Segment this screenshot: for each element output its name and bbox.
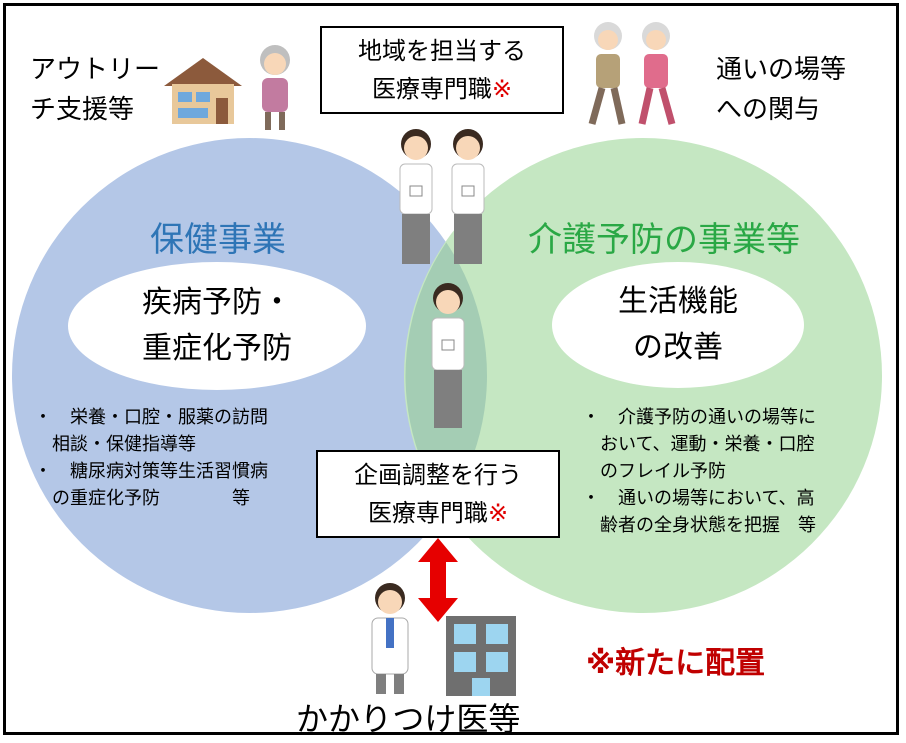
gathering-place-label: 通いの場等 への関与	[716, 50, 846, 130]
note-mark: ※	[491, 75, 513, 103]
box-line: 企画調整を行う	[354, 461, 522, 489]
label-line: 通いの場等	[716, 55, 847, 85]
new-placement-note: ※新たに配置	[586, 646, 766, 681]
nurse-icon	[431, 283, 465, 428]
ellipse-line: 疾病予防・	[142, 285, 292, 320]
box-line: 地域を担当する	[358, 37, 526, 65]
bullet-line: 相談・保健指導等	[34, 434, 196, 455]
box-line: 医療専門職	[367, 499, 488, 527]
bullet-line: ・ 糖尿病対策等生活習慣病	[34, 461, 268, 482]
ellipse-line: 生活機能	[618, 284, 738, 319]
ellipse-line: の改善	[633, 330, 723, 365]
bullet-line: のフレイル予防	[582, 461, 726, 482]
health-services-title: 保健事業	[150, 220, 286, 260]
outreach-label: アウトリー チ支援等	[30, 50, 160, 130]
label-line: への関与	[716, 95, 821, 125]
bullet-line: ・ 通いの場等において、高	[582, 488, 815, 509]
box-line: 医療専門職	[371, 75, 492, 103]
life-function-ellipse: 生活機能 の改善	[552, 262, 804, 388]
bullet-line: おいて、運動・栄養・口腔	[582, 434, 815, 455]
regional-professional-box: 地域を担当する 医療専門職※	[320, 26, 564, 114]
care-prevention-title: 介護予防の事業等	[528, 220, 800, 260]
care-prevention-bullets: ・ 介護予防の通いの場等に おいて、運動・栄養・口腔 のフレイル予防 ・ 通いの…	[582, 404, 882, 539]
walking-elderly-icon	[588, 22, 676, 125]
planning-professional-box: 企画調整を行う 医療専門職※	[316, 450, 560, 538]
family-doctor-label: かかりつけ医等	[296, 700, 521, 738]
bullet-line: 齢者の全身状態を把握 等	[582, 515, 816, 536]
disease-prevention-ellipse: 疾病予防・ 重症化予防	[68, 262, 366, 390]
double-arrow-icon	[418, 538, 458, 622]
medical-staff-pair-icon	[399, 129, 485, 264]
doctor-icon	[371, 583, 409, 694]
note-mark: ※	[487, 499, 509, 527]
elderly-woman-icon	[260, 45, 290, 130]
house-icon	[164, 58, 242, 124]
label-line: アウトリー	[30, 55, 161, 85]
ellipse-line: 重症化予防	[142, 331, 292, 366]
label-line: チ支援等	[30, 95, 135, 125]
diagram-frame	[3, 3, 899, 735]
hospital-building-icon	[446, 616, 516, 696]
bullet-line: ・ 栄養・口腔・服薬の訪問	[34, 407, 268, 428]
bullet-line: ・ 介護予防の通いの場等に	[582, 407, 816, 428]
health-services-bullets: ・ 栄養・口腔・服薬の訪問 相談・保健指導等 ・ 糖尿病対策等生活習慣病 の重症…	[34, 404, 334, 512]
bullet-line: の重症化予防 等	[34, 488, 250, 509]
